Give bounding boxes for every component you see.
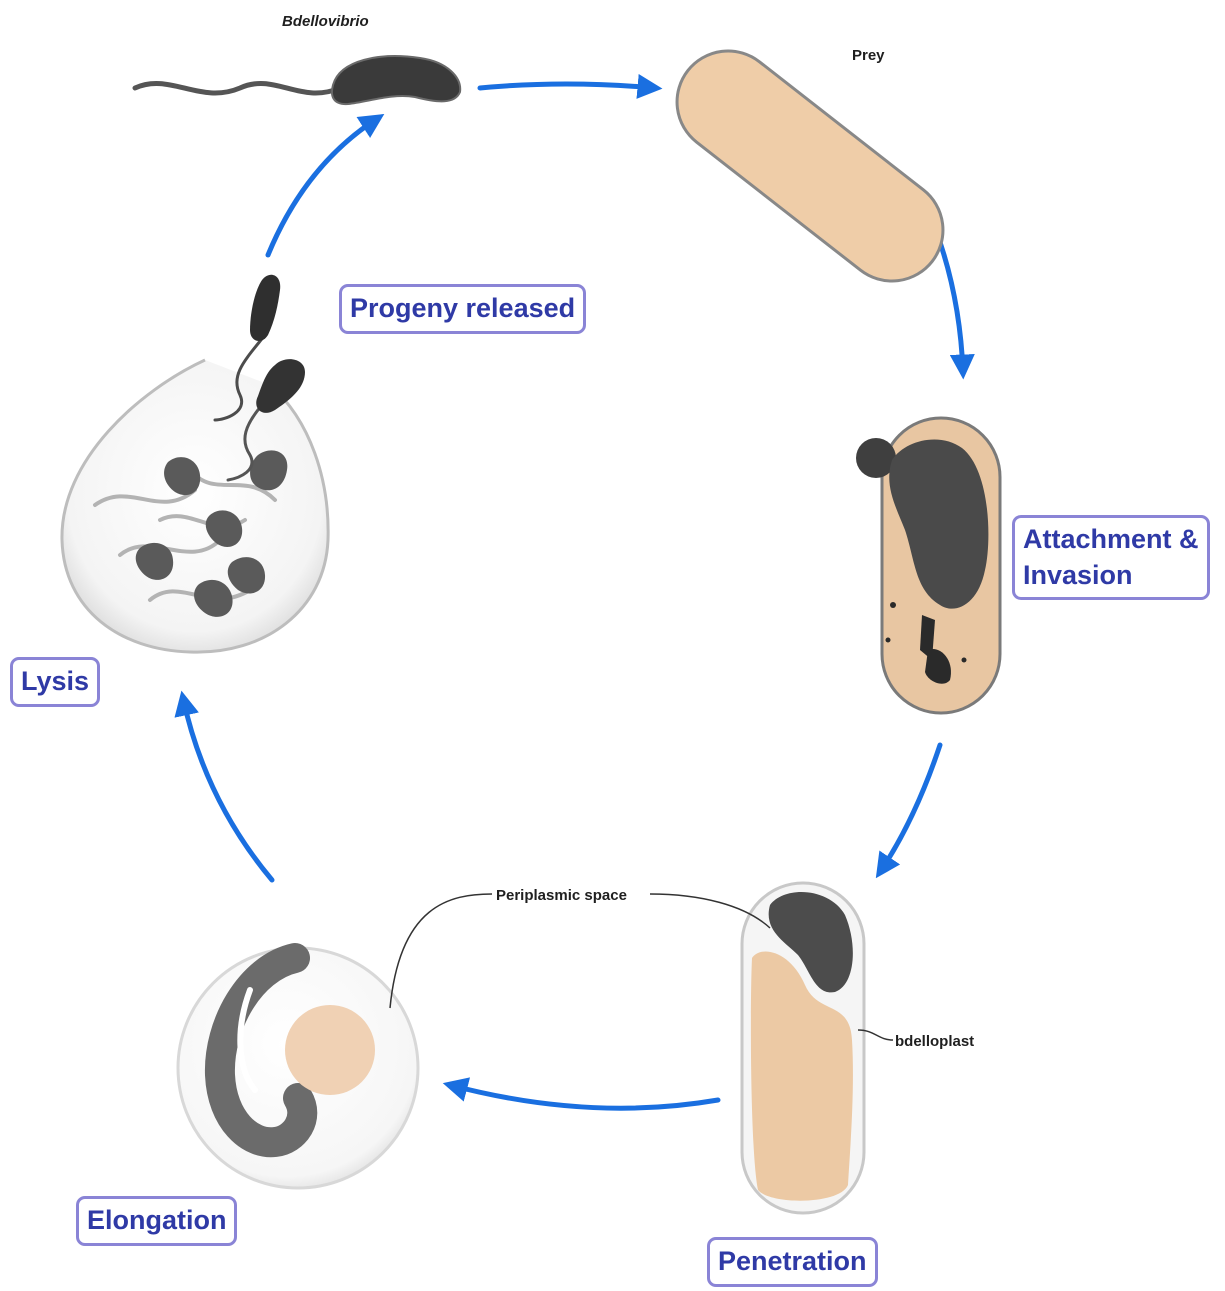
periplasmic-space-label: Periplasmic space	[496, 887, 627, 904]
arrow-to-lysis	[183, 698, 272, 880]
lysed-prey-envelope	[62, 360, 328, 652]
stage-progeny-released: Progeny released	[339, 284, 586, 334]
bdellovibrio-body	[332, 56, 460, 104]
periplasmic-space-leader-left	[390, 894, 492, 1008]
penetration-cell	[742, 883, 864, 1213]
stage-progeny-released-text: Progeny released	[350, 291, 575, 327]
remaining-prey-cytoplasm	[285, 1005, 375, 1095]
flagellum	[135, 83, 340, 93]
escaping-progeny-2	[256, 359, 305, 413]
prey-cell	[656, 30, 963, 301]
bdellovibrio-cell	[135, 56, 460, 104]
prey-label: Prey	[852, 47, 885, 64]
arrow-to-penetration	[880, 745, 940, 872]
debris-3	[890, 602, 896, 608]
prey-body	[656, 30, 963, 301]
stage-lysis-text: Lysis	[21, 664, 89, 700]
stage-attachment-line2: Invasion	[1023, 558, 1199, 594]
stage-lysis: Lysis	[10, 657, 100, 707]
elongation-cell	[178, 948, 418, 1188]
bdellovibrio-label: Bdellovibrio	[282, 13, 369, 30]
arrow-to-prey	[480, 84, 655, 88]
arrow-to-bdellovibrio	[268, 118, 378, 255]
stage-elongation-text: Elongation	[87, 1203, 226, 1239]
stage-penetration: Penetration	[707, 1237, 878, 1287]
lysis-cell	[62, 275, 328, 652]
attachment-cell	[856, 418, 1000, 713]
debris-5	[962, 658, 967, 663]
stage-elongation: Elongation	[76, 1196, 237, 1246]
stage-attachment-line1: Attachment &	[1023, 522, 1199, 558]
bdelloplast-label: bdelloplast	[895, 1033, 974, 1050]
stage-attachment-invasion: Attachment & Invasion	[1012, 515, 1210, 600]
stage-penetration-text: Penetration	[718, 1244, 867, 1280]
debris-4	[886, 638, 891, 643]
arrow-to-elongation	[450, 1085, 718, 1108]
escaping-progeny-1	[250, 275, 280, 341]
